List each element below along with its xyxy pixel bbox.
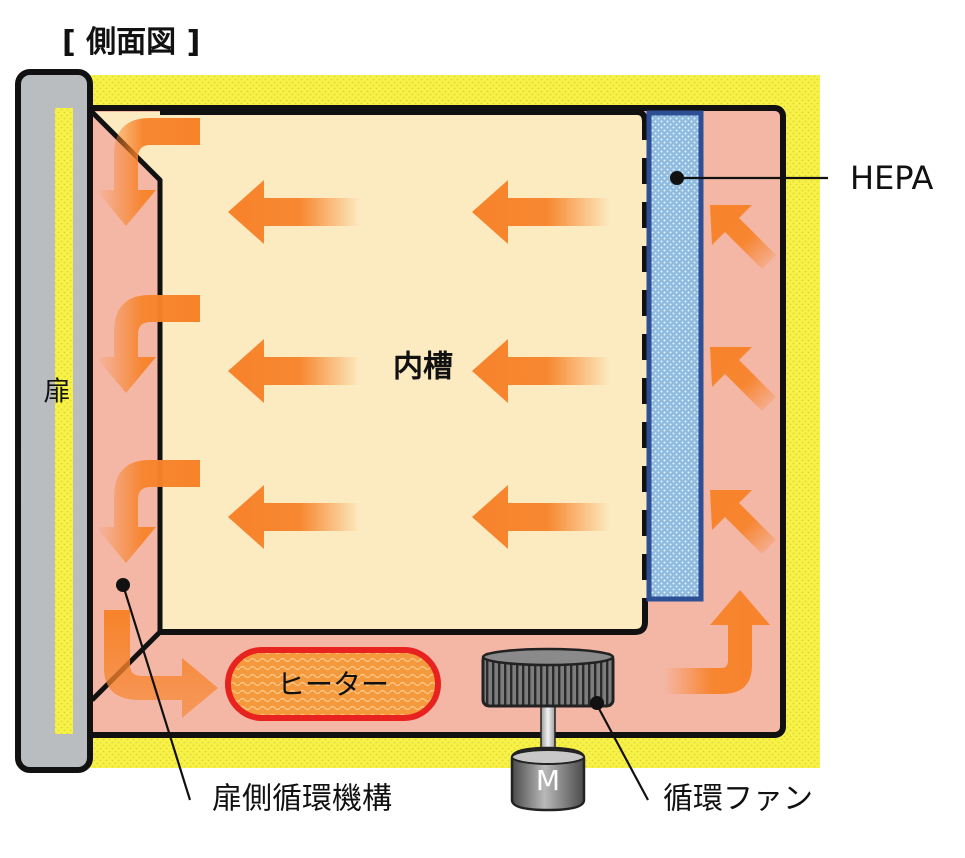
diagram-title: [ 側面図 ] xyxy=(62,25,200,60)
heater xyxy=(225,647,441,721)
arrow-left xyxy=(472,485,610,549)
door xyxy=(15,69,93,773)
arrow-diagonal xyxy=(710,205,776,269)
arrow-curve-up xyxy=(664,590,770,694)
door-gasket xyxy=(55,108,73,734)
arrow-diagonal xyxy=(710,347,776,411)
door-label: 扉 xyxy=(44,377,71,408)
arrow-curve-down xyxy=(96,118,200,226)
door-side-mechanism-label: 扉側循環機構 xyxy=(212,782,392,817)
heater-label: ヒーター xyxy=(277,668,389,701)
arrow-curve-right xyxy=(104,610,218,718)
airflow-arrows-chamber xyxy=(228,180,610,549)
arrow-left xyxy=(472,180,610,244)
circulation-fan-label: 循環ファン xyxy=(663,782,813,817)
arrow-curve-down xyxy=(96,460,200,563)
callouts xyxy=(121,176,828,801)
arrow-left xyxy=(228,180,360,244)
arrow-left xyxy=(472,339,610,403)
circulation-fan: M xyxy=(481,647,615,812)
fan-callout-dot xyxy=(590,696,604,710)
arrow-curve-down xyxy=(96,295,200,393)
arrow-left xyxy=(228,339,360,403)
arrow-diagonal xyxy=(710,490,776,554)
hepa-filter xyxy=(646,110,704,602)
hepa-label: HEPA xyxy=(850,159,934,197)
fan-shaft xyxy=(540,705,556,753)
airflow-arrows-return xyxy=(664,205,776,694)
door-mechanism-callout-dot xyxy=(116,578,130,592)
airflow-arrows-door-side xyxy=(96,118,218,718)
motor-label: M xyxy=(536,764,560,797)
hepa-callout-dot xyxy=(670,171,684,185)
inner-chamber-label: 内槽 xyxy=(393,350,453,385)
arrow-left xyxy=(228,485,360,549)
